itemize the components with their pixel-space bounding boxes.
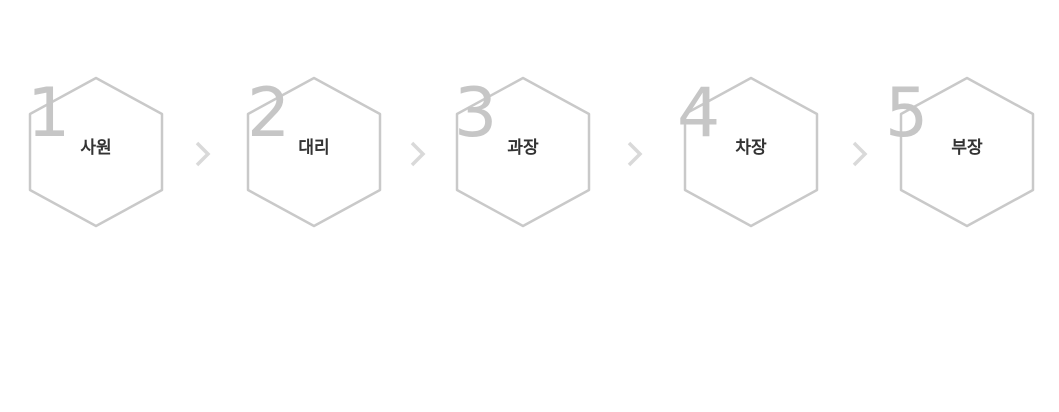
step-number: 5 <box>885 74 929 153</box>
hexagon-shape <box>455 76 591 228</box>
step-label: 사원 <box>80 138 112 158</box>
step-number: 1 <box>27 74 71 153</box>
step-label: 부장 <box>951 138 983 158</box>
chevron-right-icon <box>408 140 428 168</box>
hexagon-shape <box>899 76 1035 228</box>
chevron-right-icon <box>193 140 213 168</box>
step-1: 1 사원 <box>27 76 165 228</box>
step-label: 대리 <box>298 138 330 158</box>
hexagon-shape <box>683 76 819 228</box>
hexagon-shape <box>246 76 382 228</box>
chevron-right-icon <box>850 140 870 168</box>
step-number: 3 <box>454 74 498 153</box>
step-2: 2 대리 <box>245 76 383 228</box>
hexagon-shape <box>28 76 164 228</box>
step-number: 2 <box>247 74 291 153</box>
step-3: 3 과장 <box>454 76 592 228</box>
step-4: 4 차장 <box>677 76 820 228</box>
chevron-right-icon <box>625 140 645 168</box>
step-label: 차장 <box>735 138 767 158</box>
step-5: 5 부장 <box>885 76 1036 228</box>
step-label: 과장 <box>507 138 539 158</box>
step-number: 4 <box>677 74 721 153</box>
